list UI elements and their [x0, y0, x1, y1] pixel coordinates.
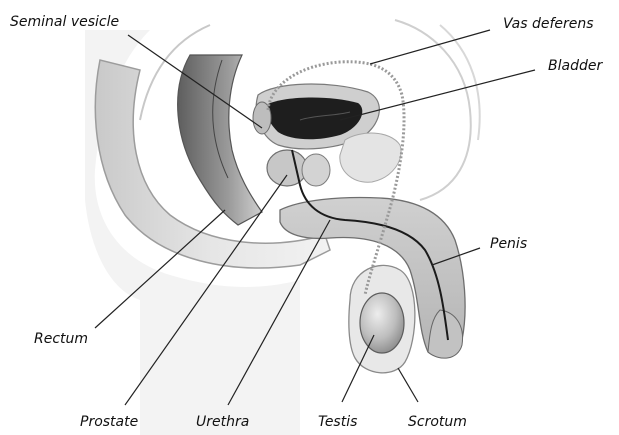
- label-scrotum: Scrotum: [408, 414, 467, 430]
- leader-vas-deferens: [370, 30, 490, 64]
- label-urethra: Urethra: [196, 414, 249, 430]
- testis-shape: [360, 293, 404, 353]
- label-penis: Penis: [490, 236, 527, 252]
- rectum-shape: [178, 55, 262, 225]
- seminal-vesicle-shape: [253, 102, 271, 134]
- label-seminal-vesicle: Seminal vesicle: [10, 14, 119, 30]
- label-bladder: Bladder: [548, 58, 602, 74]
- label-prostate: Prostate: [80, 414, 138, 430]
- leader-scrotum: [398, 368, 418, 402]
- label-vas-deferens: Vas deferens: [503, 16, 594, 32]
- pubic-bone: [340, 133, 401, 182]
- label-rectum: Rectum: [34, 331, 88, 347]
- label-testis: Testis: [318, 414, 357, 430]
